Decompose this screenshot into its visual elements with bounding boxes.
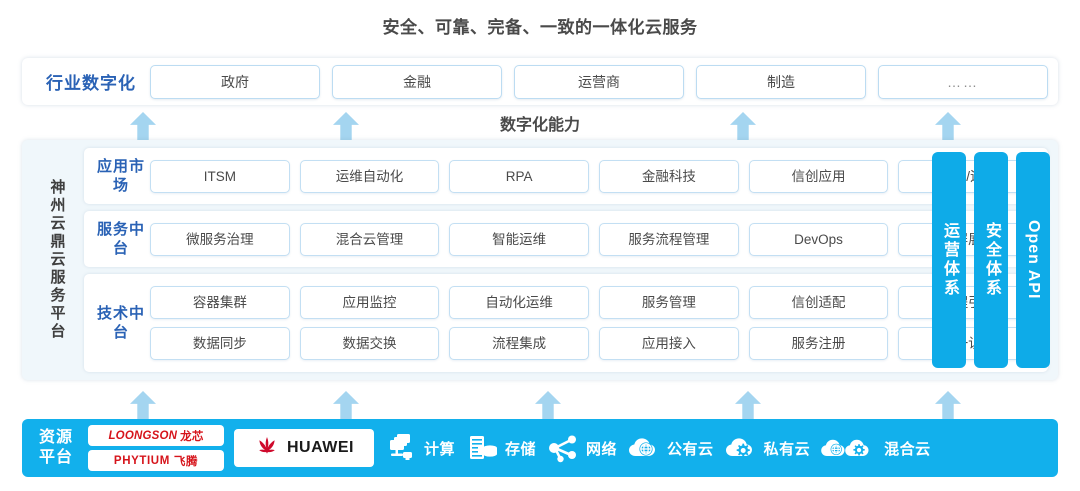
cell-service-management[interactable]: 服务管理 — [599, 286, 739, 319]
capability-storage[interactable]: 存储 — [465, 432, 536, 464]
industry-digitalization-bar: 行业数字化 政府 金融 运营商 制造 …… — [22, 58, 1058, 105]
cell-line: 数据同步 数据交换 流程集成 应用接入 服务注册 统一认证 — [150, 327, 1039, 360]
up-arrow-icon — [130, 391, 156, 419]
row-label-service-midplatform: 服务中台 — [96, 221, 145, 257]
row-label-application-market: 应用市场 — [96, 158, 145, 194]
row-label-technical-midplatform: 技术中台 — [96, 305, 145, 341]
cell-rpa[interactable]: RPA — [449, 159, 590, 193]
up-arrow-icon — [333, 391, 359, 419]
cell-service-process-management[interactable]: 服务流程管理 — [599, 222, 739, 256]
cloud-service-platform-panel: 神州云鼎云服务平台 应用市场 ITSM 运维自动化 RPA 金融科技 信创应用 … — [22, 140, 1058, 380]
compute-servers-icon — [384, 432, 418, 464]
industry-items: 政府 金融 运营商 制造 …… — [150, 64, 1048, 99]
capability-label-public-cloud: 公有云 — [667, 440, 714, 458]
cell-data-exchange[interactable]: 数据交换 — [299, 327, 440, 360]
cell-xinchuang-app[interactable]: 信创应用 — [748, 159, 889, 193]
capability-label-network: 网络 — [586, 440, 618, 458]
row-cells-application-market: ITSM 运维自动化 RPA 金融科技 信创应用 运维/运营 — [150, 159, 1039, 193]
cell-line: 微服务治理 混合云管理 智能运维 服务流程管理 DevOps 大屏展示 — [150, 222, 1039, 256]
cell-data-sync[interactable]: 数据同步 — [150, 327, 290, 360]
hybrid-cloud-icon — [820, 432, 878, 464]
row-technical-midplatform: 技术中台 容器集群 应用监控 自动化运维 服务管理 信创适配 流程引擎 数据同步… — [84, 274, 1048, 372]
cell-ops-automation[interactable]: 运维自动化 — [299, 159, 440, 193]
loongson-brand-cn: 龙芯 — [180, 430, 204, 443]
cell-line: 容器集群 应用监控 自动化运维 服务管理 信创适配 流程引擎 — [150, 286, 1039, 319]
cell-itsm[interactable]: ITSM — [150, 159, 290, 193]
private-cloud-gear-icon — [724, 432, 758, 464]
capability-compute[interactable]: 计算 — [384, 432, 455, 464]
digital-capability-label: 数字化能力 — [499, 117, 580, 134]
platform-rows: 应用市场 ITSM 运维自动化 RPA 金融科技 信创应用 运维/运营 服务中台 — [84, 148, 1048, 372]
up-arrow-icon — [535, 391, 561, 419]
capability-label-private-cloud: 私有云 — [763, 440, 811, 458]
vendor-chip-huawei[interactable]: HUAWEI — [234, 429, 374, 467]
industry-item-manufacturing[interactable]: 制造 — [696, 64, 866, 99]
cell-fintech[interactable]: 金融科技 — [599, 159, 739, 193]
cell-hybrid-cloud-management[interactable]: 混合云管理 — [299, 222, 440, 256]
cell-application-access[interactable]: 应用接入 — [599, 327, 739, 360]
public-cloud-globe-icon — [627, 432, 661, 464]
capability-label-hybrid-cloud: 混合云 — [884, 440, 931, 458]
side-bar-security-system[interactable]: 安全体系 — [974, 152, 1008, 368]
network-nodes-icon — [546, 432, 580, 464]
industry-item-finance[interactable]: 金融 — [332, 64, 502, 99]
row-cells-service-midplatform: 微服务治理 混合云管理 智能运维 服务流程管理 DevOps 大屏展示 — [150, 222, 1039, 256]
cell-microservice-governance[interactable]: 微服务治理 — [150, 222, 290, 256]
cell-container-cluster[interactable]: 容器集群 — [150, 286, 290, 319]
cell-intelligent-ops[interactable]: 智能运维 — [449, 222, 590, 256]
cell-automated-ops[interactable]: 自动化运维 — [449, 286, 590, 319]
industry-item-carrier[interactable]: 运营商 — [514, 64, 684, 99]
capability-network[interactable]: 网络 — [546, 432, 617, 464]
row-cells-technical-midplatform: 容器集群 应用监控 自动化运维 服务管理 信创适配 流程引擎 数据同步 数据交换… — [150, 286, 1039, 360]
resource-platform-label: 资源平台 — [38, 429, 73, 466]
industry-section-label: 行业数字化 — [46, 74, 136, 93]
cell-devops[interactable]: DevOps — [748, 222, 889, 256]
phytium-brand-cn: 飞腾 — [173, 455, 199, 468]
row-service-midplatform: 服务中台 微服务治理 混合云管理 智能运维 服务流程管理 DevOps 大屏展示 — [84, 211, 1048, 267]
cell-process-integration[interactable]: 流程集成 — [449, 327, 590, 360]
cell-xinchuang-adaptation[interactable]: 信创适配 — [748, 286, 889, 319]
up-arrow-icon — [735, 391, 761, 419]
up-arrow-icon — [935, 391, 961, 419]
side-bar-open-api[interactable]: Open API — [1016, 152, 1050, 368]
page-title: 安全、可靠、完备、一致的一体化云服务 — [382, 18, 698, 37]
cell-application-monitoring[interactable]: 应用监控 — [299, 286, 440, 319]
cell-service-registry[interactable]: 服务注册 — [748, 327, 889, 360]
platform-vertical-label: 神州云鼎云服务平台 — [48, 179, 66, 341]
row-application-market: 应用市场 ITSM 运维自动化 RPA 金融科技 信创应用 运维/运营 — [84, 148, 1048, 204]
cell-line: ITSM 运维自动化 RPA 金融科技 信创应用 运维/运营 — [150, 159, 1039, 193]
huawei-label: HUAWEI — [287, 439, 354, 456]
loongson-brand-text: LOONGSON — [108, 429, 178, 442]
capability-label-compute: 计算 — [424, 440, 456, 458]
huawei-flower-icon — [254, 435, 280, 461]
capability-label-storage: 存储 — [505, 440, 537, 458]
capability-private-cloud[interactable]: 私有云 — [724, 432, 811, 464]
capability-hybrid-cloud[interactable]: 混合云 — [820, 432, 931, 464]
side-bars: 运营体系 安全体系 Open API — [932, 152, 1050, 368]
phytium-brand-text: PHYTIUM — [113, 454, 170, 467]
industry-item-government[interactable]: 政府 — [150, 64, 320, 99]
storage-disk-icon — [465, 432, 499, 464]
industry-item-more[interactable]: …… — [878, 64, 1048, 99]
side-bar-operations-system[interactable]: 运营体系 — [932, 152, 966, 368]
capability-public-cloud[interactable]: 公有云 — [627, 432, 714, 464]
